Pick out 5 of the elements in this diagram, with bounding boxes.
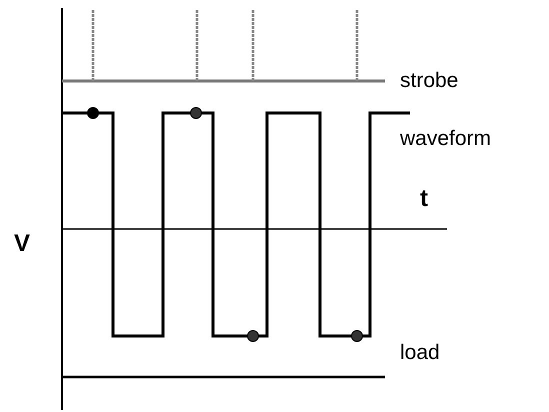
axis-label: t [420, 187, 428, 211]
axis-label: V [14, 232, 30, 256]
signal-label: load [400, 342, 440, 363]
signal-label: waveform [400, 128, 492, 149]
signal-label: strobe [400, 70, 458, 91]
